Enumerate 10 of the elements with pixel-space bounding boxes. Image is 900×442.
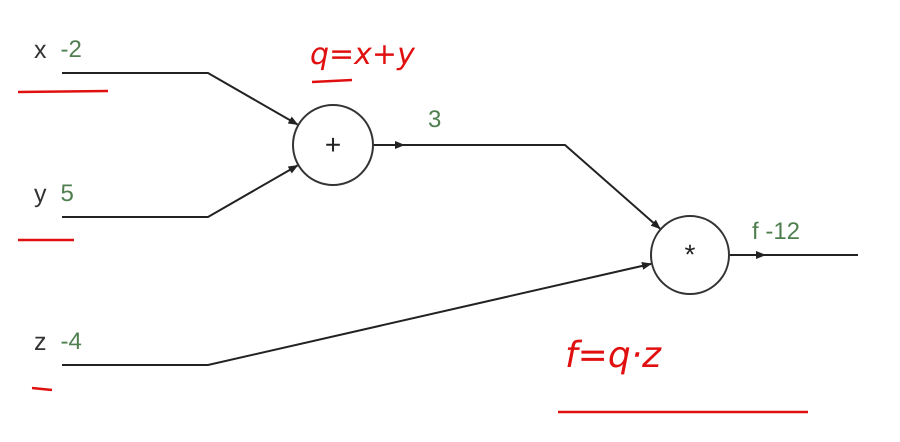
value-label: 5 — [60, 182, 74, 206]
value-label: -2 — [60, 38, 82, 62]
variable-name: y — [34, 182, 46, 207]
value-label: -4 — [60, 330, 82, 354]
variable-name: x — [34, 38, 46, 63]
operator-symbol: + — [324, 131, 342, 159]
handwritten-formula: q=x+y — [310, 40, 415, 70]
variable-name: z — [34, 330, 46, 355]
operator-symbol: * — [684, 241, 696, 269]
handwritten-formula: f=q·z — [565, 338, 662, 374]
